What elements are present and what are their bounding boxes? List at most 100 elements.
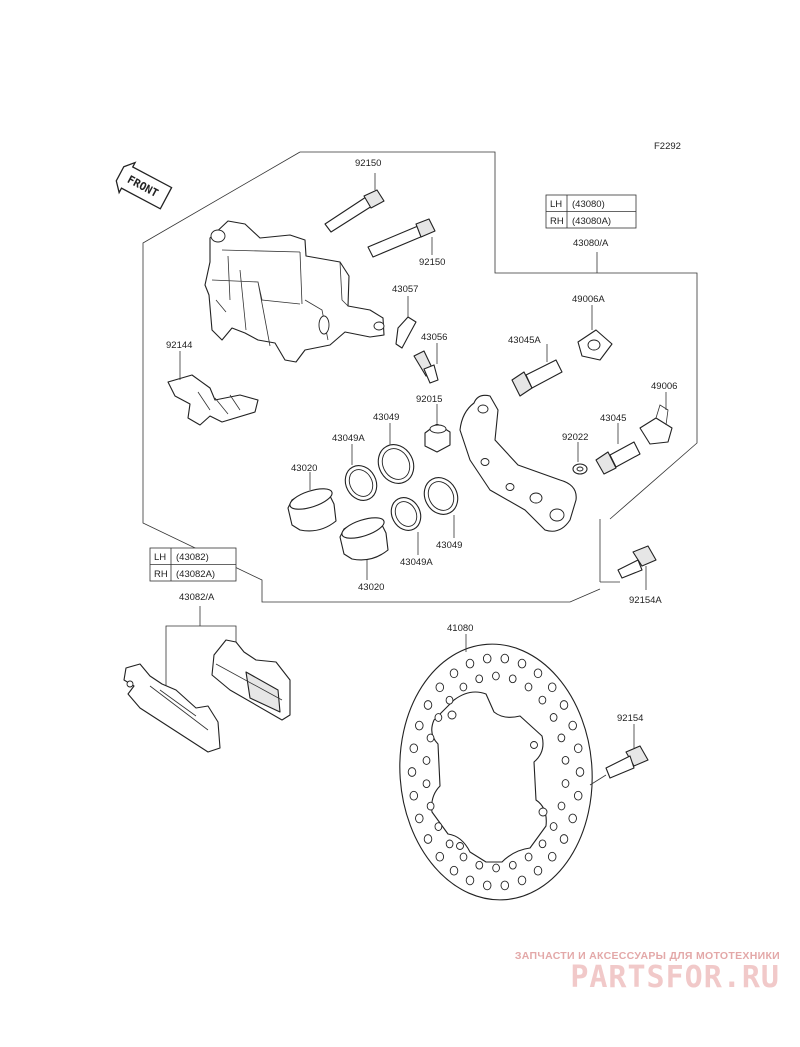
disc-vent-hole	[465, 658, 475, 669]
piston-seal-left	[377, 423, 415, 484]
caliper-table-part-lh: (43080)	[572, 199, 605, 210]
disc-vent-hole	[449, 668, 459, 679]
disc-vent-hole	[482, 880, 492, 891]
disc-vent-hole	[538, 695, 547, 705]
disc-vent-hole	[547, 682, 557, 693]
disc-vent-hole	[508, 860, 517, 870]
caliper-bracket	[459, 394, 577, 532]
caliper-pin-top	[324, 173, 385, 233]
label-43049a-left: 43049A	[332, 433, 365, 444]
piston-left	[287, 472, 337, 532]
bracket-shaft-a	[511, 344, 563, 397]
disc-vent-hole	[538, 839, 547, 849]
disc-vent-hole	[426, 801, 435, 811]
label-92022: 92022	[562, 432, 588, 443]
disc-vent-hole	[575, 767, 585, 777]
brake-disc	[399, 634, 593, 901]
label-92015: 92015	[416, 394, 442, 405]
label-43056: 43056	[421, 332, 447, 343]
brake-pad-right	[211, 639, 291, 721]
caliper-table-side-rh: RH	[550, 216, 564, 227]
disc-vent-hole	[568, 813, 577, 824]
front-arrow-icon: FRONT	[115, 161, 173, 210]
disc-vent-hole	[524, 682, 533, 692]
ring	[572, 442, 588, 475]
disc-vent-hole	[573, 743, 583, 754]
disc-vent-hole	[445, 695, 454, 705]
disc-vent-hole	[559, 834, 569, 844]
label-49006a: 49006A	[572, 294, 605, 305]
disc-vent-hole	[492, 863, 500, 873]
caliper-pin-bottom	[367, 218, 436, 258]
label-92150-top: 92150	[355, 158, 381, 169]
disc-vent-hole	[422, 756, 431, 765]
boot-a	[577, 305, 613, 361]
watermark: ЗАПЧАСТИ И АКСЕССУАРЫ ДЛЯ МОТОТЕХНИКИ PA…	[480, 950, 780, 994]
disc-vent-hole	[517, 658, 527, 669]
pad-table-part-rh: (43082A)	[176, 569, 215, 580]
caliper-assembly-table: LH (43080) RH (43080A) 43080/A	[545, 194, 637, 273]
disc-vent-hole	[500, 653, 510, 664]
piston-seal-right	[423, 477, 459, 538]
disc-vent-hole	[415, 720, 424, 731]
pad-table-side-lh: LH	[154, 552, 166, 563]
caliper-table-part-rh: (43080A)	[572, 216, 611, 227]
label-43045a: 43045A	[508, 335, 541, 346]
pad-table-side-rh: RH	[154, 569, 168, 580]
caliper-body	[204, 220, 385, 363]
disc-vent-hole	[422, 779, 431, 789]
pad-spring	[167, 351, 259, 426]
disc-vent-hole	[409, 743, 419, 754]
label-43057: 43057	[392, 284, 418, 295]
disc-bolt	[589, 724, 649, 786]
label-43020-right: 43020	[358, 582, 384, 593]
bracket-shaft	[595, 423, 641, 475]
disc-vent-hole	[475, 860, 484, 870]
bleeder-cap	[395, 296, 417, 349]
disc-vent-hole	[561, 755, 570, 765]
disc-vent-hole	[573, 790, 583, 801]
piston-seal-a-left	[344, 444, 378, 501]
disc-vent-hole	[465, 875, 475, 886]
disc-vent-hole	[445, 839, 454, 849]
disc-vent-hole	[561, 779, 570, 788]
disc-vent-hole	[549, 822, 558, 831]
caliper-assembly-label: 43080/A	[573, 238, 609, 249]
disc-vent-hole	[435, 851, 445, 862]
disc-vent-hole	[407, 767, 417, 777]
boot	[639, 392, 673, 445]
disc-vent-hole	[434, 822, 443, 831]
disc-vent-hole	[459, 852, 468, 862]
label-92154a: 92154A	[629, 595, 662, 606]
brake-pad-left	[123, 663, 221, 753]
label-49006: 49006	[651, 381, 677, 392]
disc-vent-hole	[423, 834, 433, 844]
disc-vent-holes	[407, 653, 585, 891]
pad-assembly-label: 43082/A	[179, 592, 215, 603]
piston-seal-a-right	[390, 497, 422, 555]
disc-vent-hole	[415, 813, 424, 824]
disc-vent-hole	[508, 674, 517, 684]
sleeve	[424, 404, 451, 453]
watermark-caption: ЗАПЧАСТИ И АКСЕССУАРЫ ДЛЯ МОТОТЕХНИКИ	[514, 950, 780, 962]
caliper-table-side-lh: LH	[550, 199, 562, 210]
disc-vent-hole	[517, 875, 527, 886]
pad-assembly-table: LH (43082) RH (43082A) 43082/A	[149, 547, 237, 690]
label-92150-bottom: 92150	[419, 257, 445, 268]
label-43020-left: 43020	[291, 463, 317, 474]
disc-vent-hole	[482, 653, 492, 664]
caliper-assembly-outline	[142, 151, 698, 603]
disc-vent-hole	[500, 880, 510, 891]
disc-vent-hole	[533, 668, 543, 679]
disc-vent-hole	[549, 713, 558, 722]
disc-vent-hole	[557, 733, 566, 743]
label-41080: 41080	[447, 623, 473, 634]
disc-vent-hole	[568, 720, 577, 731]
disc-vent-hole	[426, 733, 435, 743]
label-92144: 92144	[166, 340, 192, 351]
label-92154: 92154	[617, 713, 643, 724]
disc-vent-hole	[559, 700, 569, 710]
bleeder-valve	[413, 343, 439, 384]
label-43049-left: 43049	[373, 412, 399, 423]
